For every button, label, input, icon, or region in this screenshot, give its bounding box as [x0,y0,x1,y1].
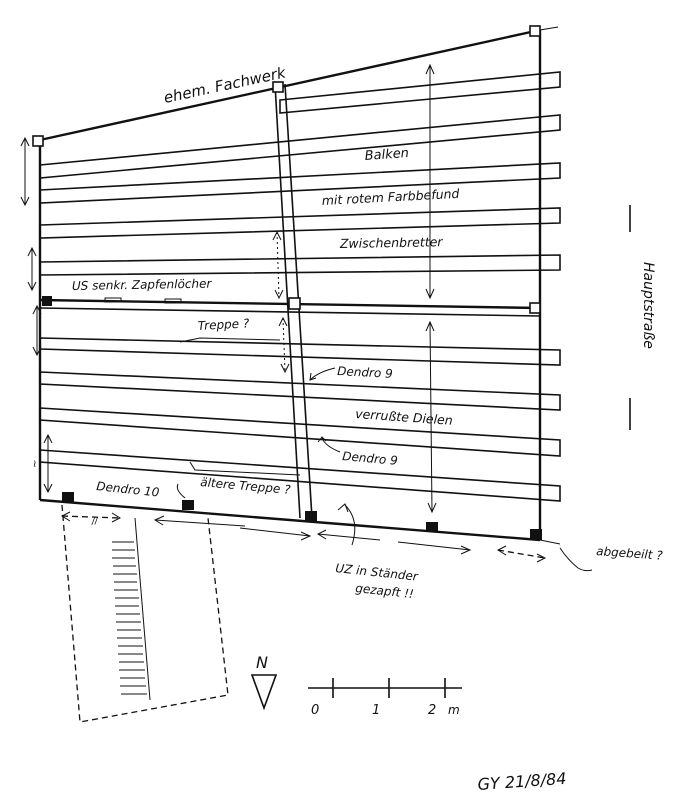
stair-notch [179,337,281,343]
north-arrow [250,674,278,711]
span-arrows-right [425,63,437,514]
label-north: N [256,653,268,672]
post-center [288,297,301,310]
scale-bar [308,678,462,698]
label-scale-2: 2 [428,703,436,718]
beam-2 [39,162,561,204]
label-treppe: Treppe ? [197,316,250,333]
label-balken: Balken [364,146,409,164]
older-stair-notch [189,461,301,476]
post-se [530,529,542,540]
post-s-2 [426,522,438,532]
stair-treads [112,541,147,695]
beam-1 [39,114,561,179]
beam-8 [39,407,561,457]
post-ne [529,25,541,37]
central-beam-bottom [39,307,541,317]
post-s-1 [182,500,194,510]
label-gezapft: gezapft !! [355,581,415,601]
mortise-1 [104,297,122,303]
beam-4 [39,254,561,276]
label-scale-0: 0 [311,703,319,718]
label-zapfenloecher: US senkr. Zapfenlöcher [72,277,213,293]
dimension-arrows-mid [272,230,290,374]
south-wall-extension [539,539,561,545]
post-s-mid [305,511,317,521]
leader-lines [176,367,593,572]
beam-6 [39,337,561,366]
label-scale-unit: m [448,703,460,717]
post-nw [32,135,44,147]
label-zwischenbretter: Zwischenbretter [339,234,444,251]
label-aeltere-treppe: ältere Treppe ? [200,475,292,497]
north-arrow-icon [250,674,278,711]
beam-7 [39,371,561,411]
post-sw [62,492,74,502]
north-wall-extension [539,26,559,31]
label-dendro-9b: Dendro 9 [342,449,399,468]
dimension-arrows-left: ~ [20,136,53,494]
label-abgebeilt: abgebeilt ? [596,544,664,563]
label-dendro-9a: Dendro 9 [337,364,393,381]
post-n-mid [272,81,284,93]
label-uz-staender: UZ in Ständer [335,561,420,584]
bottom-arrows [153,515,547,563]
posts [32,25,542,540]
svg-text:~: ~ [30,460,41,468]
south-wall-line [39,498,541,542]
annex-dashed-outline [60,504,229,723]
annex-center-line [134,517,151,701]
label-farbbefund: mit rotem Farbbefund [321,186,459,208]
label-hauptstrasse: Hauptstraße [640,262,656,349]
label-signature: GY 21/8/84 [477,769,567,794]
beam-upper-short [279,71,561,114]
label-scale-1: 1 [372,703,380,718]
post-w-mid [42,296,52,306]
mortise-holes [104,297,182,304]
mortise-2 [164,298,182,304]
beam-9 [39,449,561,502]
north-wall-line [39,28,541,142]
label-hash-mark: // [90,516,99,527]
beam-3 [39,207,561,239]
post-e-mid [529,302,541,314]
label-dendro-10: Dendro 10 [96,479,161,500]
label-dielen: verrußte Dielen [355,406,453,428]
